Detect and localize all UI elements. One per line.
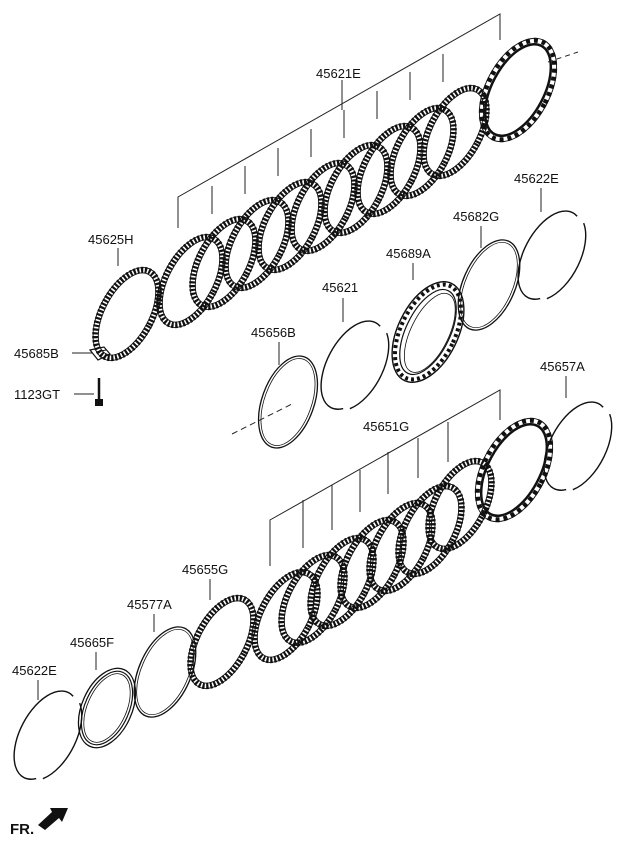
- piston-45689A: [391, 281, 465, 383]
- label-45665F: 45665F: [70, 635, 114, 650]
- lower-clutch-pack: [0, 376, 620, 793]
- label-45682G: 45682G: [453, 209, 499, 224]
- label-45621: 45621: [322, 280, 358, 295]
- centerline-upper-left: [231, 403, 293, 435]
- label-1123GT: 1123GT: [14, 387, 60, 402]
- ring-45665F: [77, 667, 137, 749]
- label-45689A: 45689A: [386, 246, 431, 261]
- bolt-1123GT: [95, 378, 103, 406]
- front-label: FR.: [10, 821, 34, 838]
- label-45625H: 45625H: [88, 232, 134, 247]
- ring-45656B: [246, 347, 330, 457]
- snap-ring-45621: [307, 309, 403, 423]
- leader-45621E-bracket: [177, 13, 501, 228]
- clip-45685B: [88, 346, 111, 361]
- upper-clutch-pack: [72, 13, 600, 457]
- label-45685B: 45685B: [14, 346, 59, 361]
- label-45656B: 45656B: [251, 325, 296, 340]
- label-45622E-top: 45622E: [514, 171, 559, 186]
- front-arrow-icon: [38, 808, 68, 830]
- label-45577A: 45577A: [127, 597, 172, 612]
- label-45655G: 45655G: [182, 562, 228, 577]
- leader-45651G-bracket: [269, 389, 501, 566]
- front-direction-indicator: FR.: [10, 808, 68, 838]
- snap-ring-45657A: [530, 390, 620, 504]
- label-45651G: 45651G: [363, 419, 409, 434]
- steel-plate-2: [459, 406, 568, 535]
- label-45622E-bottom: 45622E: [12, 663, 57, 678]
- label-45657A: 45657A: [540, 359, 585, 374]
- label-45621E: 45621E: [316, 66, 361, 81]
